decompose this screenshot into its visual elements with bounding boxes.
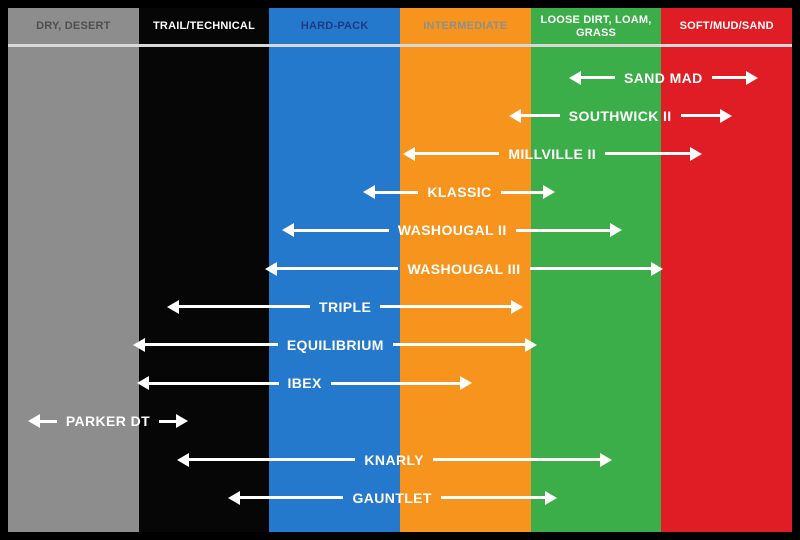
terrain-column-header-soft-mud-sand: SOFT/MUD/SAND xyxy=(679,20,774,33)
terrain-column-dry-desert: DRY, DESERT xyxy=(8,8,139,532)
terrain-column-intermediate: INTERMEDIATE xyxy=(400,8,531,532)
terrain-column-loose-dirt-loam-grass: LOOSE DIRT, LOAM, GRASS xyxy=(530,8,662,532)
terrain-column-header-dry-desert: DRY, DESERT xyxy=(36,20,111,33)
terrain-column-header-hard-pack: HARD-PACK xyxy=(300,20,369,33)
terrain-column-header-intermediate: INTERMEDIATE xyxy=(423,20,508,33)
header-divider xyxy=(8,44,792,47)
terrain-column-trail-technical: TRAIL/TECHNICAL xyxy=(138,8,270,532)
terrain-column-header-loose-dirt-loam-grass: LOOSE DIRT, LOAM, GRASS xyxy=(540,13,652,39)
terrain-columns: DRY, DESERT TRAIL/TECHNICAL HARD-PACK IN… xyxy=(8,8,793,532)
terrain-column-soft-mud-sand: SOFT/MUD/SAND xyxy=(661,8,793,532)
terrain-column-header-trail-technical: TRAIL/TECHNICAL xyxy=(153,20,255,33)
terrain-column-hard-pack: HARD-PACK xyxy=(269,8,401,532)
